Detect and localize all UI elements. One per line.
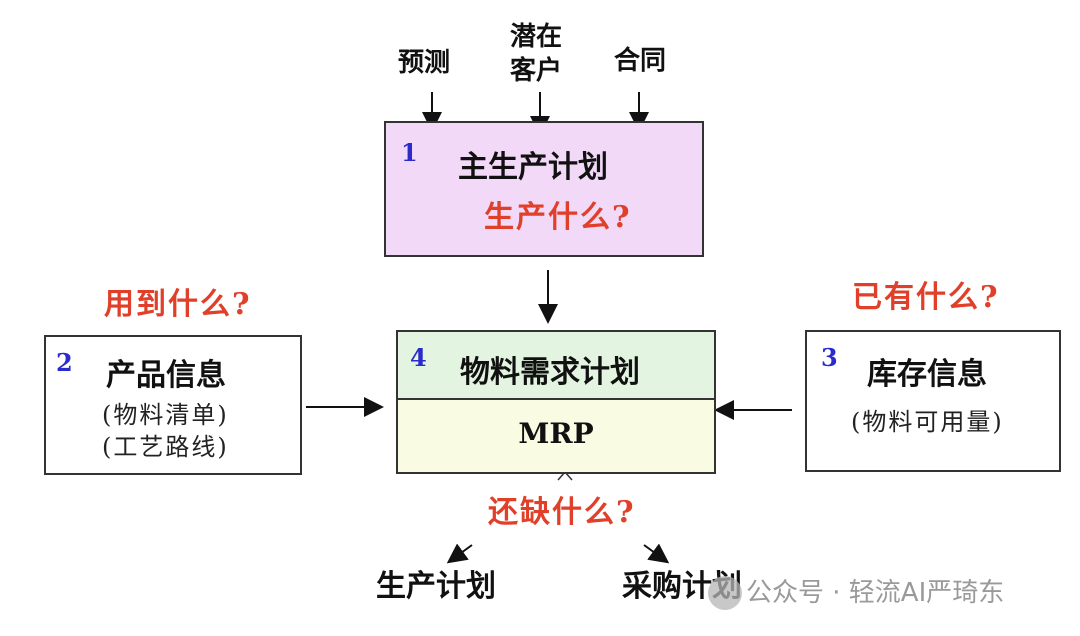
potential-customer-label-line1: 潜在 bbox=[510, 22, 563, 52]
mrp-label: MRP bbox=[518, 417, 594, 450]
product-routing-line: (工艺路线) bbox=[102, 433, 229, 461]
mps-box: 1 主生产计划 生产什么? bbox=[384, 121, 704, 257]
watermark-text: 公众号 · 轻流AI严琦东 bbox=[746, 578, 1005, 608]
product-question: 用到什么? bbox=[104, 287, 252, 322]
inventory-question: 已有什么? bbox=[852, 280, 1000, 315]
mrp-label-box: MRP bbox=[396, 398, 716, 474]
mps-question: 生产什么? bbox=[484, 200, 632, 235]
arrow-mrp-to-purchase bbox=[643, 543, 670, 564]
inventory-info-box: 3 库存信息 (物料可用量) bbox=[805, 330, 1061, 472]
outputs-question: 还缺什么? bbox=[488, 495, 636, 530]
wechat-logo-icon bbox=[708, 576, 742, 610]
arrow-mrp-to-production bbox=[446, 543, 473, 564]
mrp-number: 4 bbox=[410, 343, 427, 372]
product-number: 2 bbox=[56, 348, 73, 377]
mps-number: 1 bbox=[401, 138, 418, 167]
forecast-label: 预测 bbox=[398, 48, 451, 78]
product-title: 产品信息 bbox=[106, 358, 226, 393]
contract-label: 合同 bbox=[614, 46, 667, 76]
inventory-number: 3 bbox=[821, 343, 838, 372]
inventory-availability-line: (物料可用量) bbox=[851, 408, 1004, 436]
mrp-title: 物料需求计划 bbox=[460, 355, 640, 390]
inventory-title: 库存信息 bbox=[867, 357, 987, 392]
mrp-title-box: 4 物料需求计划 bbox=[396, 330, 716, 400]
output-production-plan: 生产计划 bbox=[376, 569, 496, 604]
product-bom-line: (物料清单) bbox=[102, 401, 229, 429]
potential-customer-label-line2: 客户 bbox=[510, 56, 563, 86]
mps-title: 主生产计划 bbox=[458, 150, 608, 185]
product-info-box: 2 产品信息 (物料清单) (工艺路线) bbox=[44, 335, 302, 475]
